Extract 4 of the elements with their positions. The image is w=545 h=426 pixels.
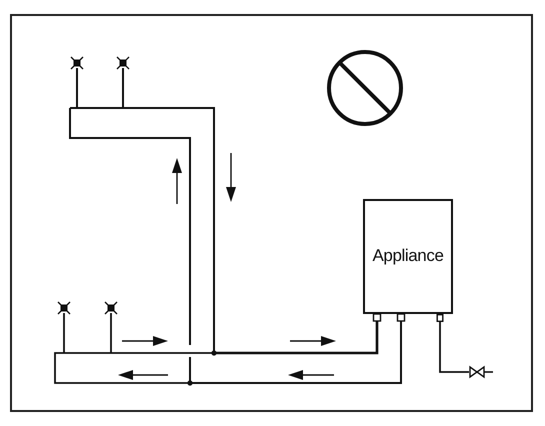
appliance-label: Appliance	[372, 247, 444, 266]
supply-pipe	[436, 314, 469, 373]
appliance-box	[363, 199, 453, 314]
valve-icon	[469, 366, 493, 378]
